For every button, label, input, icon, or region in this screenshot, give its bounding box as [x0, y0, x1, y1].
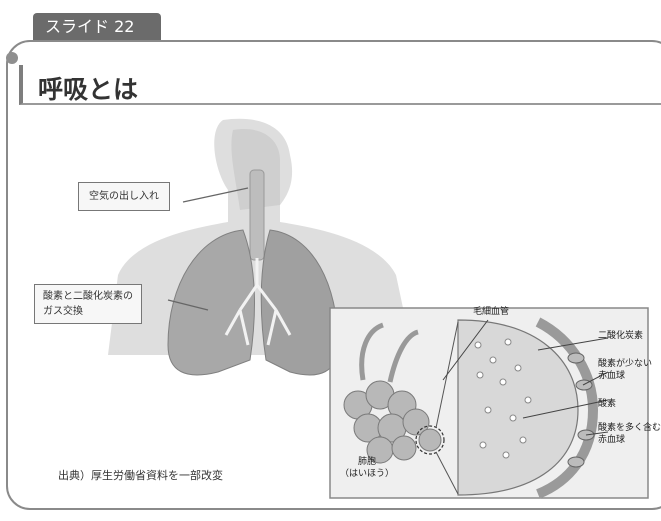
air-callout: 空気の出し入れ [78, 182, 170, 211]
trachea [249, 169, 265, 261]
bronchiole-tubes [359, 322, 419, 383]
oxygen-pointer [522, 399, 609, 419]
gas-callout-line1: 酸素と二酸化炭素の [43, 291, 133, 302]
respiration-figure: 空気の出し入れ 酸素と二酸化炭素の ガス交換 毛細血管 二酸化炭素 酸素が少ない… [18, 110, 661, 500]
oxygen-label: 酸素 [598, 399, 617, 409]
low-o2-label: 酸素が少ない 赤血球 [598, 358, 652, 382]
high-o2-line2: 赤血球 [598, 435, 626, 445]
co2-pointer [537, 337, 609, 351]
gas-exchange-callout: 酸素と二酸化炭素の ガス交換 [34, 284, 142, 324]
slide-title: 呼吸とは [38, 75, 139, 104]
alveolus-label: 肺胞 （はいほう） [340, 456, 394, 480]
magnified-alveolus [457, 319, 579, 496]
zoom-line-bottom [435, 451, 459, 495]
high-o2-line1: 酸素を多く含む [598, 423, 661, 433]
low-o2-line2: 赤血球 [598, 371, 626, 381]
slide-number-label: スライド 22 [45, 17, 135, 36]
left-lung [167, 229, 255, 376]
zoom-indicator [415, 425, 445, 455]
gas-molecules [474, 338, 532, 459]
slide-number-tab: スライド 22 [33, 13, 161, 41]
title-bullet-dot [6, 52, 18, 64]
low-o2-line1: 酸素が少ない [598, 359, 653, 369]
capillary-label: 毛細血管 [473, 307, 510, 317]
respiratory-system-illustration [108, 118, 649, 499]
capillary-wall [535, 317, 599, 499]
gas-callout-pointer [167, 299, 209, 311]
alveoli-cluster [343, 380, 442, 464]
air-callout-text: 空気の出し入れ [89, 191, 159, 202]
co2-label: 二酸化炭素 [598, 331, 644, 341]
air-callout-pointer [182, 187, 249, 203]
high-o2-label: 酸素を多く含む 赤血球 [598, 422, 661, 446]
capillary-pointer [442, 319, 489, 381]
title-bar [19, 65, 661, 105]
gas-callout-line2: ガス交換 [43, 306, 83, 317]
low-o2-pointer [582, 371, 609, 386]
bronchi [224, 258, 292, 346]
source-citation: 出典）厚生労働省資料を一部改変 [58, 469, 223, 482]
high-o2-pointer [585, 431, 609, 436]
alveolus-line2: （はいほう） [340, 469, 395, 479]
alveolus-line1: 肺胞 [358, 457, 377, 467]
